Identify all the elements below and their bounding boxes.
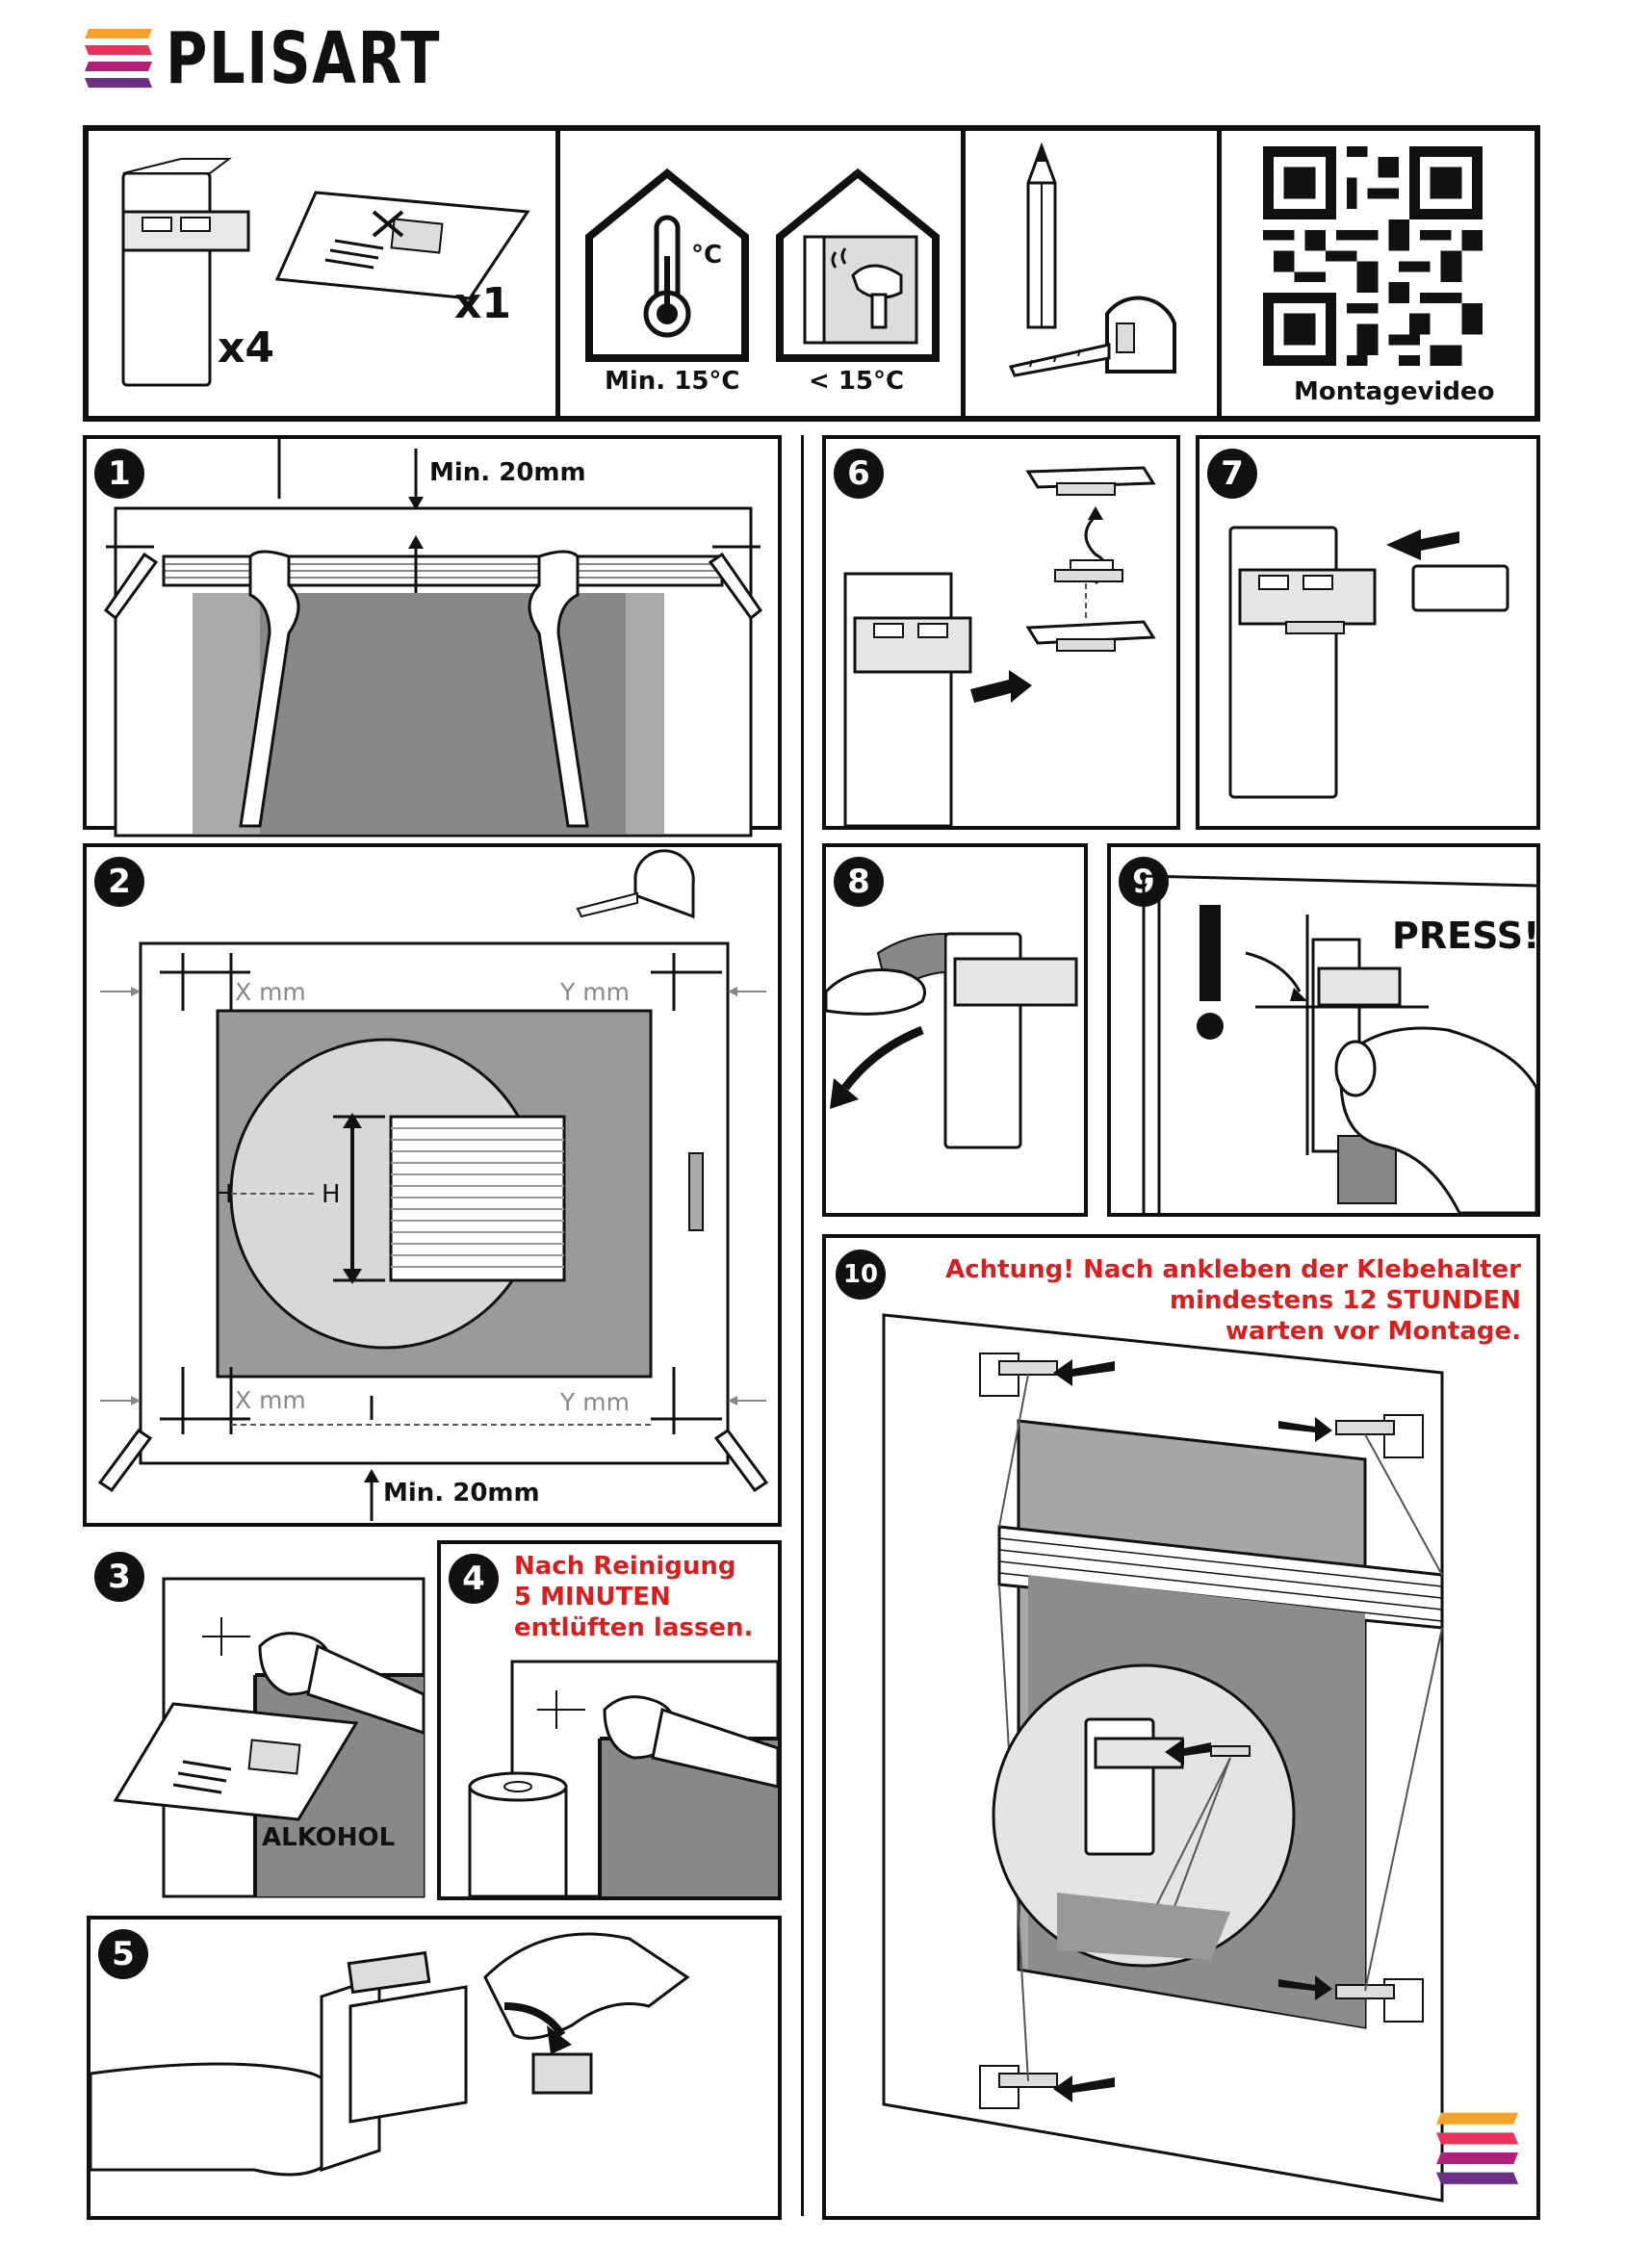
- pencil-icon: [1026, 142, 1057, 329]
- step-2-x-bottom: X mm: [235, 1386, 306, 1414]
- step-1-number: 1: [94, 449, 144, 499]
- step-10-warning-line-2: mindestens 12 STUNDEN: [1169, 1286, 1521, 1315]
- brand-logo-icon: [85, 29, 152, 88]
- adhesive-sheet-illustration: [274, 191, 530, 300]
- step-2-h-left: H: [214, 1180, 233, 1209]
- step-1-min-label: Min. 20mm: [429, 458, 586, 487]
- step-3-number: 3: [94, 1552, 144, 1602]
- tape-measure-icon: [1008, 296, 1176, 377]
- step-6-illustration: [843, 466, 1156, 828]
- step-2-number: 2: [94, 857, 144, 907]
- sheet-count: x1: [454, 279, 511, 328]
- step-5-illustration: [89, 1932, 690, 2177]
- step-4-note-line-1: Nach Reinigung: [514, 1552, 736, 1581]
- step-10-number: 10: [836, 1250, 886, 1300]
- heat-gun-house-icon: [776, 168, 940, 362]
- step-6-number: 6: [834, 449, 884, 499]
- bracket-count: x4: [218, 323, 274, 373]
- step-2-y-top: Y mm: [560, 978, 630, 1006]
- step-8-illustration: [824, 932, 1078, 1149]
- celsius-unit: °C: [691, 241, 723, 270]
- thermometer-house-icon: [585, 168, 749, 362]
- step-4-note-line-2: 5 MINUTEN: [514, 1583, 671, 1611]
- step-1-illustration: [103, 439, 763, 838]
- step-4-illustration: [468, 1660, 780, 1898]
- step-3-alcohol-label: ALKOHOL: [262, 1823, 396, 1852]
- step-5-number: 5: [98, 1929, 148, 1979]
- step-7-illustration: [1228, 526, 1509, 799]
- step-10-illustration: [882, 1313, 1444, 2203]
- step-10-warning-line-3: warten vor Montage.: [1225, 1317, 1521, 1346]
- low-temp-label: < 15°C: [809, 367, 905, 396]
- step-2-illustration: [97, 849, 769, 1521]
- step-2-min-label: Min. 20mm: [383, 1479, 540, 1508]
- step-2-h-right: H: [322, 1180, 341, 1209]
- bracket-part-illustration: [121, 158, 250, 387]
- step-2-y-bottom: Y mm: [560, 1388, 630, 1416]
- step-9-illustration: [1142, 874, 1538, 1215]
- step-9-press-label: PRESS!: [1392, 915, 1540, 957]
- step-3-illustration: [113, 1577, 426, 1898]
- step-10-warning-line-1: Achtung! Nach ankleben der Klebehalter: [945, 1255, 1521, 1284]
- step-4-note-line-3: entlüften lassen.: [514, 1613, 754, 1642]
- step-4-number: 4: [449, 1554, 499, 1604]
- qr-code-icon[interactable]: [1263, 146, 1483, 366]
- step-2-x-top: X mm: [235, 978, 306, 1006]
- step-8-number: 8: [834, 857, 884, 907]
- step-7-number: 7: [1207, 449, 1257, 499]
- min-temp-label: Min. 15°C: [605, 367, 740, 396]
- qr-label[interactable]: Montagevideo: [1294, 377, 1495, 406]
- brand-logo-footer-icon: [1436, 2112, 1519, 2184]
- brand-name: PLISART: [166, 17, 442, 100]
